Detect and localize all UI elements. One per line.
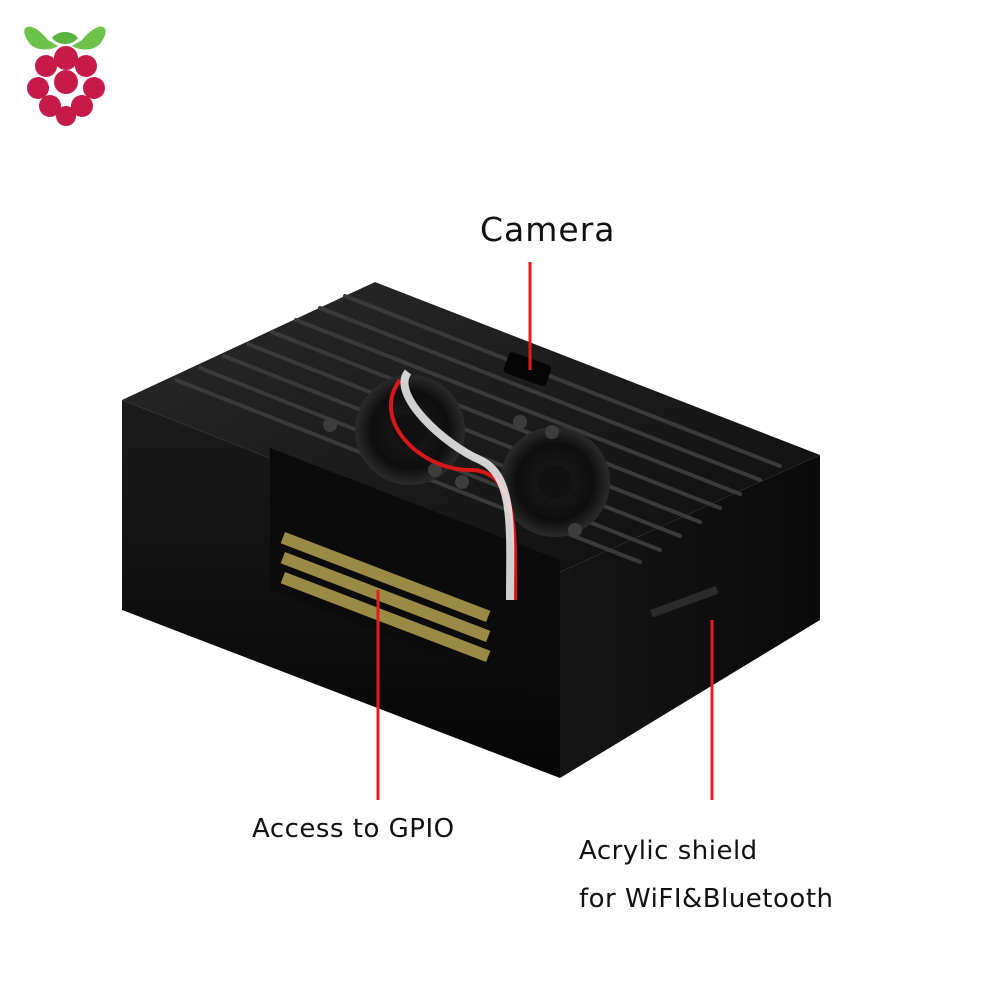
camera-slot [503,352,552,387]
raspberry-pi-logo-icon [24,26,106,126]
shield-label-line2: for WiFI&Bluetooth [579,884,834,914]
cooling-fan-right [500,427,610,537]
camera-label: Camera [480,210,616,249]
shield-label-line1: Acrylic shield [579,836,758,866]
acrylic-shield-slot [650,586,719,618]
pi-case [122,282,820,778]
gpio-header [280,532,491,663]
fan-cable-clear [400,369,515,601]
fan-cable-red [388,378,518,601]
gpio-label: Access to GPIO [252,814,455,844]
